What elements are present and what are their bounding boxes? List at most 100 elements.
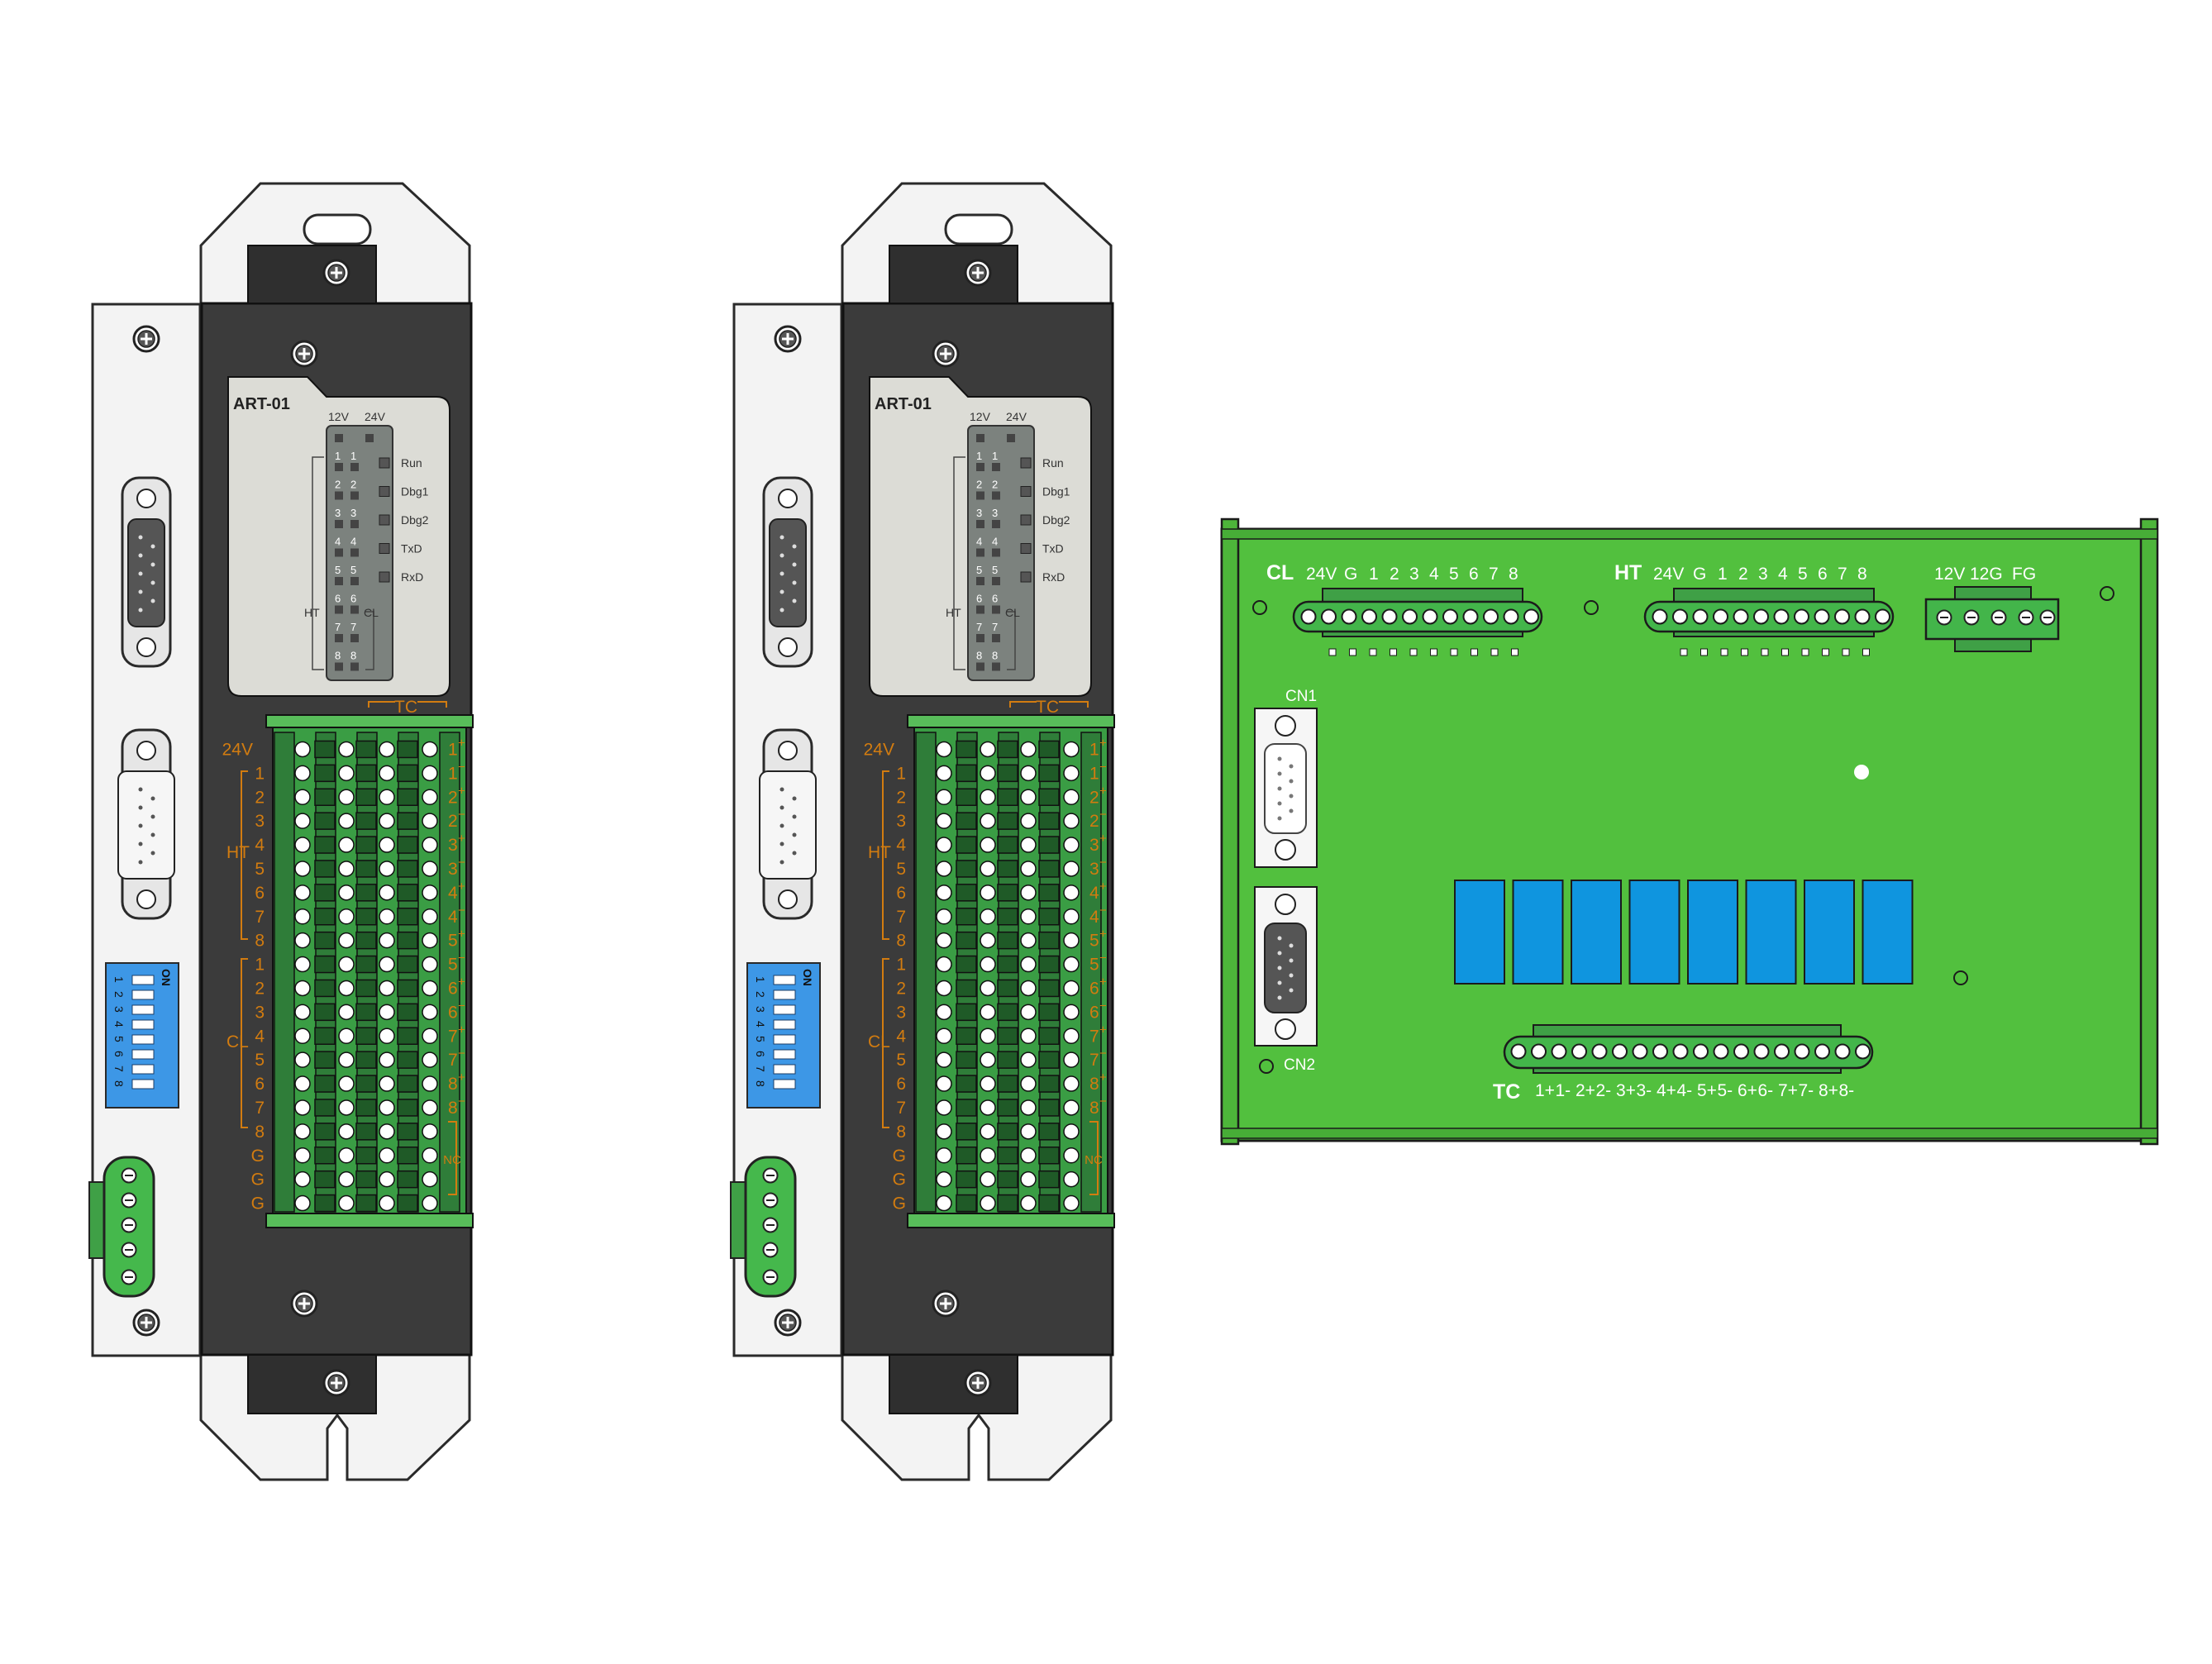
terminal-screw[interactable] [1510,1043,1527,1060]
db9-connector-2[interactable] [117,728,175,920]
dip-key[interactable] [773,1079,796,1089]
terminal-screw[interactable] [422,813,438,829]
terminal-screw[interactable] [1063,741,1080,758]
terminal-screw[interactable] [980,1004,996,1021]
terminal-screw[interactable] [338,1075,355,1092]
terminal-screw[interactable] [980,765,996,782]
terminal-screw[interactable] [338,741,355,758]
terminal-screw[interactable] [980,1099,996,1116]
terminal-screw[interactable] [422,932,438,949]
terminal-screw[interactable] [338,789,355,805]
terminal-screw[interactable] [379,1171,395,1188]
power-terminal-header[interactable] [1924,586,2060,652]
terminal-screw[interactable] [294,980,311,997]
terminal-screw[interactable] [338,932,355,949]
terminal-screw[interactable] [1361,608,1377,625]
terminal-screw[interactable] [1672,608,1688,625]
terminal-screw[interactable] [294,1194,311,1212]
terminal-screw[interactable] [338,1099,355,1116]
terminal-screw[interactable] [422,980,438,997]
terminal-screw[interactable] [1063,1194,1080,1212]
terminal-screw[interactable] [1834,608,1850,625]
terminal-screw[interactable] [936,1171,952,1188]
db9-connector-1[interactable] [762,476,813,668]
terminal-screw[interactable] [338,861,355,877]
terminal-screw[interactable] [338,1171,355,1188]
terminal-screw[interactable] [936,956,952,973]
terminal-screw[interactable] [422,837,438,853]
dip-key[interactable] [131,1079,155,1089]
terminal-screw[interactable] [1063,765,1080,782]
cn1-connector[interactable] [1254,708,1318,868]
terminal-screw[interactable] [1020,932,1037,949]
terminal-block[interactable] [907,714,1115,1228]
terminal-screw[interactable] [294,884,311,901]
terminal-screw[interactable] [379,837,395,853]
terminal-screw[interactable] [1020,789,1037,805]
terminal-screw[interactable] [936,1075,952,1092]
terminal-screw[interactable] [379,956,395,973]
terminal-screw[interactable] [1063,932,1080,949]
terminal-screw[interactable] [1875,608,1890,625]
dip-key[interactable] [131,975,155,985]
terminal-screw[interactable] [379,1123,395,1140]
terminal-screw[interactable] [422,1099,438,1116]
terminal-screw[interactable] [294,1051,311,1068]
terminal-screw[interactable] [936,789,952,805]
terminal-screw[interactable] [1020,1075,1037,1092]
terminal-screw[interactable] [936,1027,952,1044]
terminal-screw[interactable] [294,1075,311,1092]
terminal-screw[interactable] [422,1147,438,1164]
terminal-screw[interactable] [1672,1043,1689,1060]
terminal-screw[interactable] [294,1027,311,1044]
terminal-screw[interactable] [1063,908,1080,925]
terminal-block[interactable] [265,714,474,1228]
terminal-screw[interactable] [936,1051,952,1068]
terminal-screw[interactable] [338,1147,355,1164]
terminal-screw[interactable] [294,1171,311,1188]
terminal-screw[interactable] [980,1075,996,1092]
terminal-screw[interactable] [1063,1171,1080,1188]
terminal-screw[interactable] [294,1004,311,1021]
dip-key[interactable] [773,1004,796,1015]
terminal-screw[interactable] [294,861,311,877]
terminal-screw[interactable] [1733,1043,1749,1060]
terminal-screw[interactable] [338,908,355,925]
terminal-screw[interactable] [980,741,996,758]
terminal-screw[interactable] [1652,1043,1668,1060]
cl-terminal-header[interactable] [1292,588,1543,656]
terminal-screw[interactable] [1591,1043,1608,1060]
terminal-screw[interactable] [1402,608,1418,625]
terminal-screw[interactable] [980,1051,996,1068]
terminal-screw[interactable] [338,1194,355,1212]
terminal-screw[interactable] [1774,1043,1790,1060]
terminal-screw[interactable] [1814,608,1830,625]
terminal-screw[interactable] [1855,1043,1871,1060]
terminal-screw[interactable] [422,741,438,758]
terminal-screw[interactable] [1063,1147,1080,1164]
terminal-screw[interactable] [1063,956,1080,973]
terminal-screw[interactable] [1020,884,1037,901]
power-terminal[interactable] [88,1156,155,1298]
terminal-screw[interactable] [338,956,355,973]
terminal-screw[interactable] [1462,608,1479,625]
terminal-screw[interactable] [1713,608,1728,625]
terminal-screw[interactable] [338,1027,355,1044]
terminal-screw[interactable] [1483,608,1499,625]
terminal-screw[interactable] [379,1194,395,1212]
terminal-screw[interactable] [1733,608,1749,625]
terminal-screw[interactable] [936,861,952,877]
dip-key[interactable] [773,1019,796,1030]
terminal-screw[interactable] [1381,608,1398,625]
terminal-screw[interactable] [1300,608,1317,625]
terminal-screw[interactable] [936,908,952,925]
terminal-screw[interactable] [379,861,395,877]
terminal-screw[interactable] [379,932,395,949]
terminal-screw[interactable] [379,1027,395,1044]
terminal-screw[interactable] [980,980,996,997]
terminal-screw[interactable] [1020,1051,1037,1068]
terminal-screw[interactable] [422,1194,438,1212]
ht-terminal-header[interactable] [1643,588,1895,656]
terminal-screw[interactable] [422,1051,438,1068]
